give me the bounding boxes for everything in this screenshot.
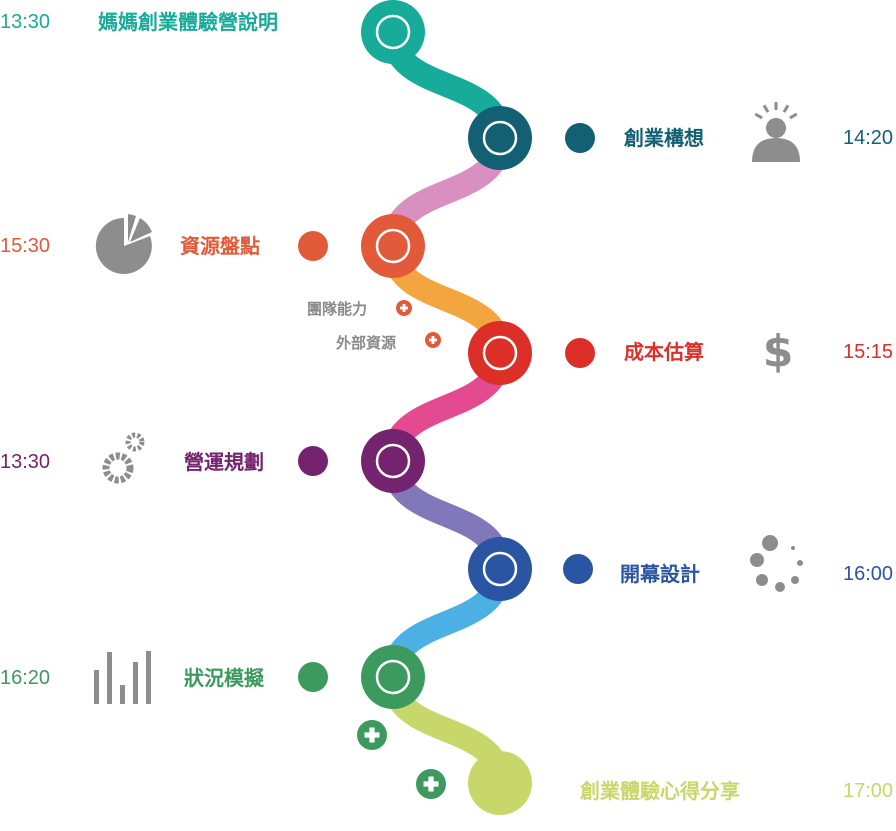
- label-5: 營運規劃: [184, 450, 264, 474]
- plus-icon: [396, 300, 412, 316]
- ray: [754, 112, 763, 120]
- loading-dot: [775, 582, 785, 592]
- plus-icon: [425, 332, 441, 348]
- pie-slice: [130, 218, 152, 242]
- dollar-glyph: $: [763, 326, 794, 377]
- plus-icon: [416, 769, 446, 799]
- node-1: [361, 0, 425, 64]
- ray: [782, 104, 790, 113]
- body: [752, 138, 800, 162]
- label-2: 創業構想: [624, 126, 704, 150]
- time-7: 16:20: [0, 667, 51, 689]
- bullet-dot-5: [298, 446, 328, 476]
- gear-small: [125, 432, 145, 452]
- bar: [146, 651, 151, 704]
- bar: [107, 652, 112, 704]
- bullet-dot-7: [298, 662, 328, 692]
- bar: [94, 670, 99, 704]
- plus-icon-cross: [400, 304, 408, 312]
- dollar-icon: $: [763, 326, 794, 377]
- time-6: 16:00: [843, 563, 894, 585]
- plus-icon-cross: [423, 776, 439, 792]
- bullet-dot-3: [298, 231, 328, 261]
- bullet-dot-6: [563, 554, 593, 584]
- pie-chart-icon: [95, 214, 152, 274]
- node-ring-4: [482, 335, 518, 371]
- node-ring-2: [482, 120, 518, 156]
- node-5: [361, 429, 425, 493]
- time-5: 13:30: [0, 451, 51, 473]
- pie-slice: [128, 214, 136, 242]
- bullet-dot-2: [565, 123, 595, 153]
- node-ring-1: [375, 14, 411, 50]
- time-3: 15:30: [0, 235, 51, 257]
- bar: [120, 685, 125, 704]
- bullet-dot-4: [565, 338, 595, 368]
- time-1: 13:30: [0, 11, 51, 33]
- node-ring-5: [375, 443, 411, 479]
- label-6: 開幕設計: [620, 562, 700, 586]
- loading-dot: [756, 574, 768, 586]
- loading-dot: [791, 546, 795, 550]
- plus-icon-cross: [429, 336, 437, 344]
- time-4: 15:15: [843, 341, 894, 363]
- ray: [762, 104, 770, 113]
- label-8: 創業體驗心得分享: [580, 779, 740, 803]
- node-6: [468, 537, 532, 601]
- node-ring-3: [375, 228, 411, 264]
- gear-large: [102, 452, 134, 484]
- head: [766, 118, 786, 138]
- label-1: 媽媽創業體驗營說明: [98, 10, 278, 34]
- plus-icon-cross: [364, 727, 380, 743]
- node-ring-6: [482, 551, 518, 587]
- time-2: 14:20: [843, 127, 894, 149]
- bar: [133, 662, 138, 704]
- node-ring-7: [375, 659, 411, 695]
- loading-dot: [762, 535, 778, 551]
- label-7: 狀況模擬: [184, 666, 264, 690]
- person-idea-icon: [752, 102, 800, 162]
- loading-icon: [750, 535, 803, 592]
- node-3: [361, 214, 425, 278]
- subitem-team: 團隊能力: [307, 300, 368, 318]
- node-4: [468, 321, 532, 385]
- ray: [789, 112, 798, 120]
- node-2: [468, 106, 532, 170]
- loading-dot: [791, 576, 799, 584]
- node-8: [468, 751, 532, 815]
- subitem-resources: 外部資源: [336, 334, 397, 352]
- label-3: 資源盤點: [180, 234, 260, 258]
- label-4: 成本估算: [624, 340, 704, 364]
- bar-chart-icon: [94, 651, 151, 704]
- loading-dot: [797, 560, 803, 566]
- node-7: [361, 645, 425, 709]
- gears-icon: [102, 432, 145, 484]
- loading-dot: [750, 553, 764, 567]
- pie-main: [95, 217, 152, 274]
- time-8: 17:00: [843, 780, 894, 802]
- plus-icon: [357, 720, 387, 750]
